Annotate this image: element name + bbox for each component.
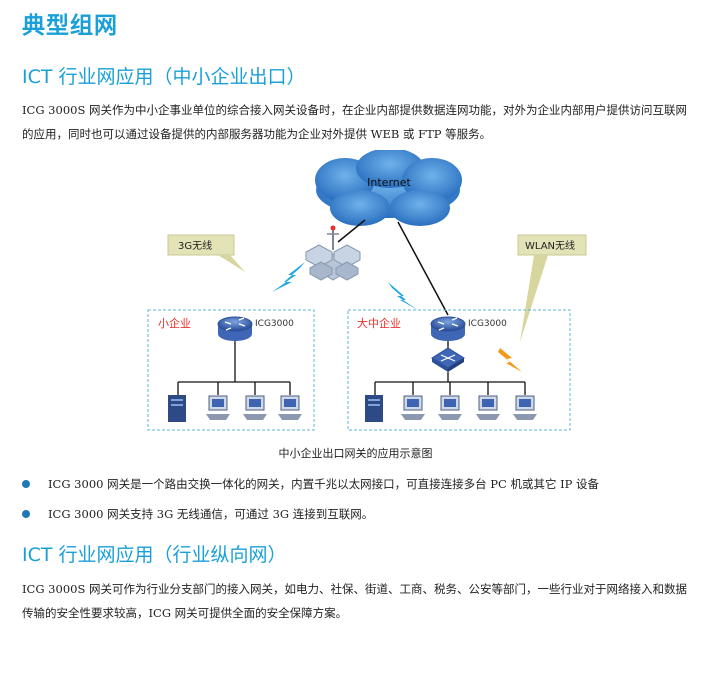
3g-callout <box>167 234 245 272</box>
bullet-dot-icon <box>22 480 30 488</box>
network-diagram: Internet 3G无线 WLAN无线 小企业 大中企业 <box>147 150 587 431</box>
section2-heading: ICT 行业网应用（行业纵向网） <box>22 544 287 566</box>
cloud-tower-link <box>337 219 366 243</box>
pc-icon <box>243 395 267 420</box>
pc-icon <box>476 395 500 420</box>
small-enterprise-label: 小企业 <box>158 316 191 330</box>
router-icon-large <box>430 316 466 341</box>
switch-icon <box>431 347 465 372</box>
bullet-item: ICG 3000 网关是一个路由交换一体化的网关，内置千兆以太网接口，可直接连接… <box>22 476 599 492</box>
pc-icon <box>513 395 537 420</box>
pc-icon <box>278 395 302 420</box>
section2-paragraph: ICG 3000S 网关可作为行业分支部门的接入网关，如电力、社保、街道、工商、… <box>22 582 687 620</box>
server-icon-small <box>168 395 186 422</box>
section1-heading: ICT 行业网应用（中小企业出口） <box>22 66 306 88</box>
cloud-router-link <box>397 221 449 316</box>
diagram-caption: 中小企业出口网关的应用示意图 <box>278 447 433 460</box>
section1-paragraph: ICG 3000S 网关作为中小企事业单位的综合接入网关设备时，在企业内部提供数… <box>22 103 687 141</box>
wlan-callout <box>517 234 587 342</box>
bullet-item: ICG 3000 网关支持 3G 无线通信，可通过 3G 连接到互联网。 <box>22 506 373 522</box>
3g-signal-icon <box>272 262 305 292</box>
page-title: 典型组网 <box>22 13 118 39</box>
router-icon-small <box>217 316 253 341</box>
pc-icon <box>438 395 462 420</box>
router-label-small: ICG3000 <box>255 319 294 329</box>
large-enterprise-label: 大中企业 <box>357 316 401 330</box>
wlan-signal-icon <box>498 348 522 372</box>
pc-icon <box>401 395 425 420</box>
large-enterprise-zone <box>347 309 571 431</box>
base-station-icon <box>305 225 361 281</box>
internet-cloud-icon <box>315 150 462 226</box>
pc-icon <box>206 395 230 420</box>
small-enterprise-zone <box>147 309 315 431</box>
internet-label: Internet <box>367 176 411 189</box>
3g-wireless-label: 3G无线 <box>178 239 212 252</box>
router-label-large: ICG3000 <box>468 319 507 329</box>
bullet-dot-icon <box>22 510 30 518</box>
wlan-label: WLAN无线 <box>525 239 575 252</box>
3g-signal-icon-2 <box>388 282 418 310</box>
server-icon-large <box>365 395 383 422</box>
